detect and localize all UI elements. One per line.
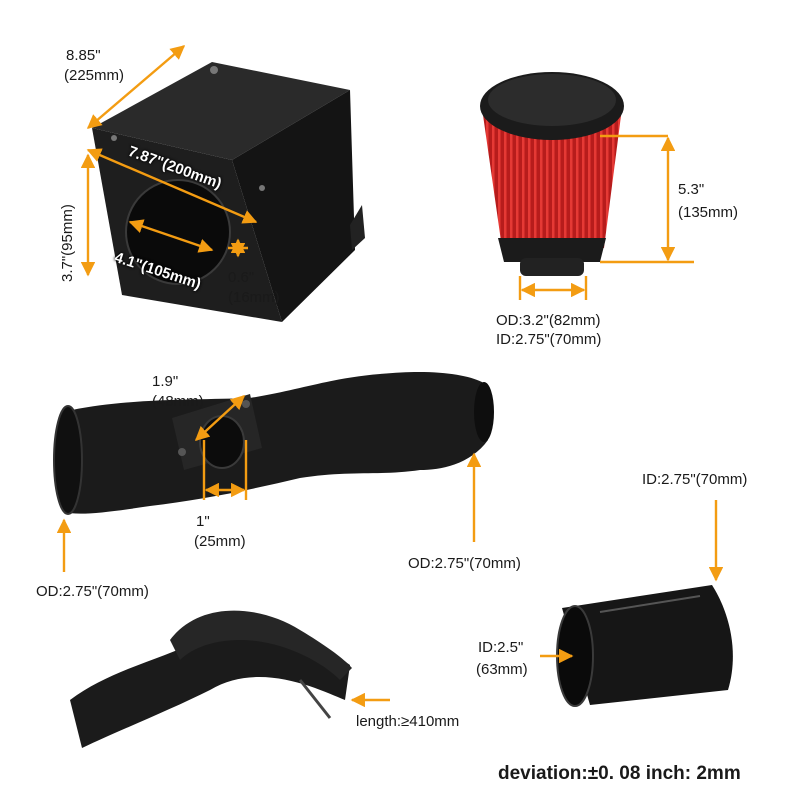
label-coupler-large-id: ID:2.75"(70mm) <box>642 471 748 488</box>
label-flange-in: 1.9" <box>152 373 179 390</box>
airbox-bolt <box>210 66 218 74</box>
airbox-top <box>92 62 350 160</box>
airbox-bracket <box>350 205 365 250</box>
label-coupler-small-id-mm: (63mm) <box>476 661 528 678</box>
label-port-in: 1" <box>196 513 210 530</box>
deviation-note: deviation:±0. 08 inch: 2mm <box>498 763 741 784</box>
label-airbox-height: 3.7"(95mm) <box>59 204 76 282</box>
pipe-body <box>64 371 490 514</box>
label-airbox-lip-mm: (16mm) <box>228 289 280 306</box>
pipe-outlet <box>474 382 494 442</box>
dim-arrow-airbox-hole <box>128 219 214 253</box>
label-airbox-width-mm: (225mm) <box>64 67 125 84</box>
airbox-bolt <box>259 185 265 191</box>
label-flange-mm: (48mm) <box>152 393 204 410</box>
airbox-side <box>232 90 355 322</box>
filter-neck <box>520 258 584 276</box>
label-sleeve-length: length:≥410mm <box>356 713 460 730</box>
label-filter-height-mm: (135mm) <box>678 204 739 221</box>
filter-base <box>498 238 606 262</box>
label-pipe-outlet-od: OD:2.75"(70mm) <box>408 555 521 572</box>
airbox-bolt <box>111 135 117 141</box>
dim-arrow-flange <box>194 395 246 441</box>
air-filter <box>480 72 624 276</box>
sleeve-body <box>70 629 350 748</box>
label-filter-od: OD:3.2"(82mm) <box>496 312 601 329</box>
pipe-bolt <box>178 448 186 456</box>
dim-arrow-airbox-depth <box>86 148 258 224</box>
filter-top-cap-face <box>488 74 616 126</box>
intake-pipe <box>53 371 494 515</box>
pipe-sensor-port <box>199 415 245 469</box>
silicone-coupler <box>556 585 733 707</box>
coupler-highlight <box>599 595 701 613</box>
label-coupler-small-id-in: ID:2.5" <box>478 639 524 656</box>
sleeve-loop <box>170 610 352 680</box>
label-filter-height-in: 5.3" <box>678 181 705 198</box>
label-pipe-inlet-od: OD:2.75"(70mm) <box>36 583 149 600</box>
coupler-body <box>562 585 733 705</box>
label-filter-id: ID:2.75"(70mm) <box>496 331 602 348</box>
label-airbox-lip-in: 0.6" <box>228 269 255 286</box>
label-port-mm: (25mm) <box>194 533 246 550</box>
dim-arrow-airbox-width <box>86 45 186 129</box>
filter-pleats <box>482 108 622 248</box>
pipe-inlet <box>53 405 83 515</box>
sleeve-zipper <box>298 679 332 719</box>
dimension-arrows <box>56 45 724 708</box>
heat-sleeve <box>70 610 352 748</box>
label-airbox-width-in: 8.85" <box>66 47 101 64</box>
pipe-bolt <box>242 400 250 408</box>
